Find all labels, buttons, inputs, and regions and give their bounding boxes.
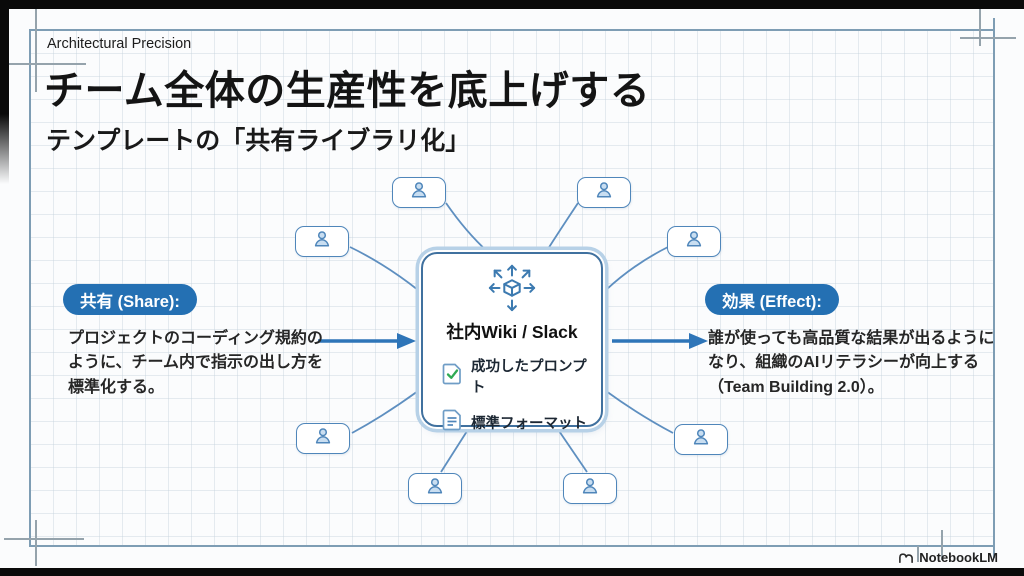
letterbox-left-fade [0, 9, 9, 184]
page-title: チーム全体の生産性を底上げする [44, 69, 651, 113]
person-node-mid-left-lower [296, 423, 350, 454]
share-text: プロジェクトのコーディング規約のように、チーム内で指示の出し方を標準化する。 [68, 330, 324, 396]
person-icon [312, 229, 332, 254]
person-node-mid-right-lower [674, 424, 728, 455]
hub-card: 社内Wiki / Slack 成功したプロンプト 標準フォーマット [421, 252, 603, 432]
person-node-bottom-left [408, 473, 462, 504]
effect-arrow [612, 333, 708, 349]
eyebrow-label: Architectural Precision [47, 36, 192, 52]
hub-item-prompts: 成功したプロンプト [423, 355, 601, 397]
share-arrow [318, 333, 416, 349]
person-icon [580, 476, 600, 501]
person-node-top-left [392, 177, 446, 208]
hub-item-label: 標準フォーマット [471, 415, 587, 432]
person-icon [691, 427, 711, 452]
person-node-bottom-right [563, 473, 617, 504]
person-icon [684, 229, 704, 254]
effect-text: 誰が使っても高品質な結果が出るようになり、組織のAIリテラシーが向上する（Tea… [708, 330, 995, 396]
share-badge: 共有 (Share): [63, 284, 197, 315]
cube-share-icon [486, 261, 538, 318]
notebooklm-label: NotebookLM [919, 550, 998, 565]
notebooklm-icon [898, 551, 914, 564]
hub-item-format: 標準フォーマット [423, 408, 601, 436]
letterbox-top [0, 0, 1024, 9]
person-icon [594, 180, 614, 205]
person-node-mid-left-upper [295, 226, 349, 257]
person-icon [425, 476, 445, 501]
effect-badge: 効果 (Effect): [705, 284, 839, 315]
page-subtitle: テンプレートの「共有ライブラリ化」 [46, 127, 471, 155]
hub-item-label: 成功したプロンプト [471, 359, 587, 396]
document-lines-icon [442, 408, 463, 436]
document-check-icon [442, 362, 463, 390]
person-node-top-right [577, 177, 631, 208]
person-node-mid-right-upper [667, 226, 721, 257]
notebooklm-brand: NotebookLM [898, 550, 998, 565]
hub-title: 社内Wiki / Slack [446, 322, 578, 342]
person-icon [409, 180, 429, 205]
person-icon [313, 426, 333, 451]
letterbox-bottom [0, 568, 1024, 576]
